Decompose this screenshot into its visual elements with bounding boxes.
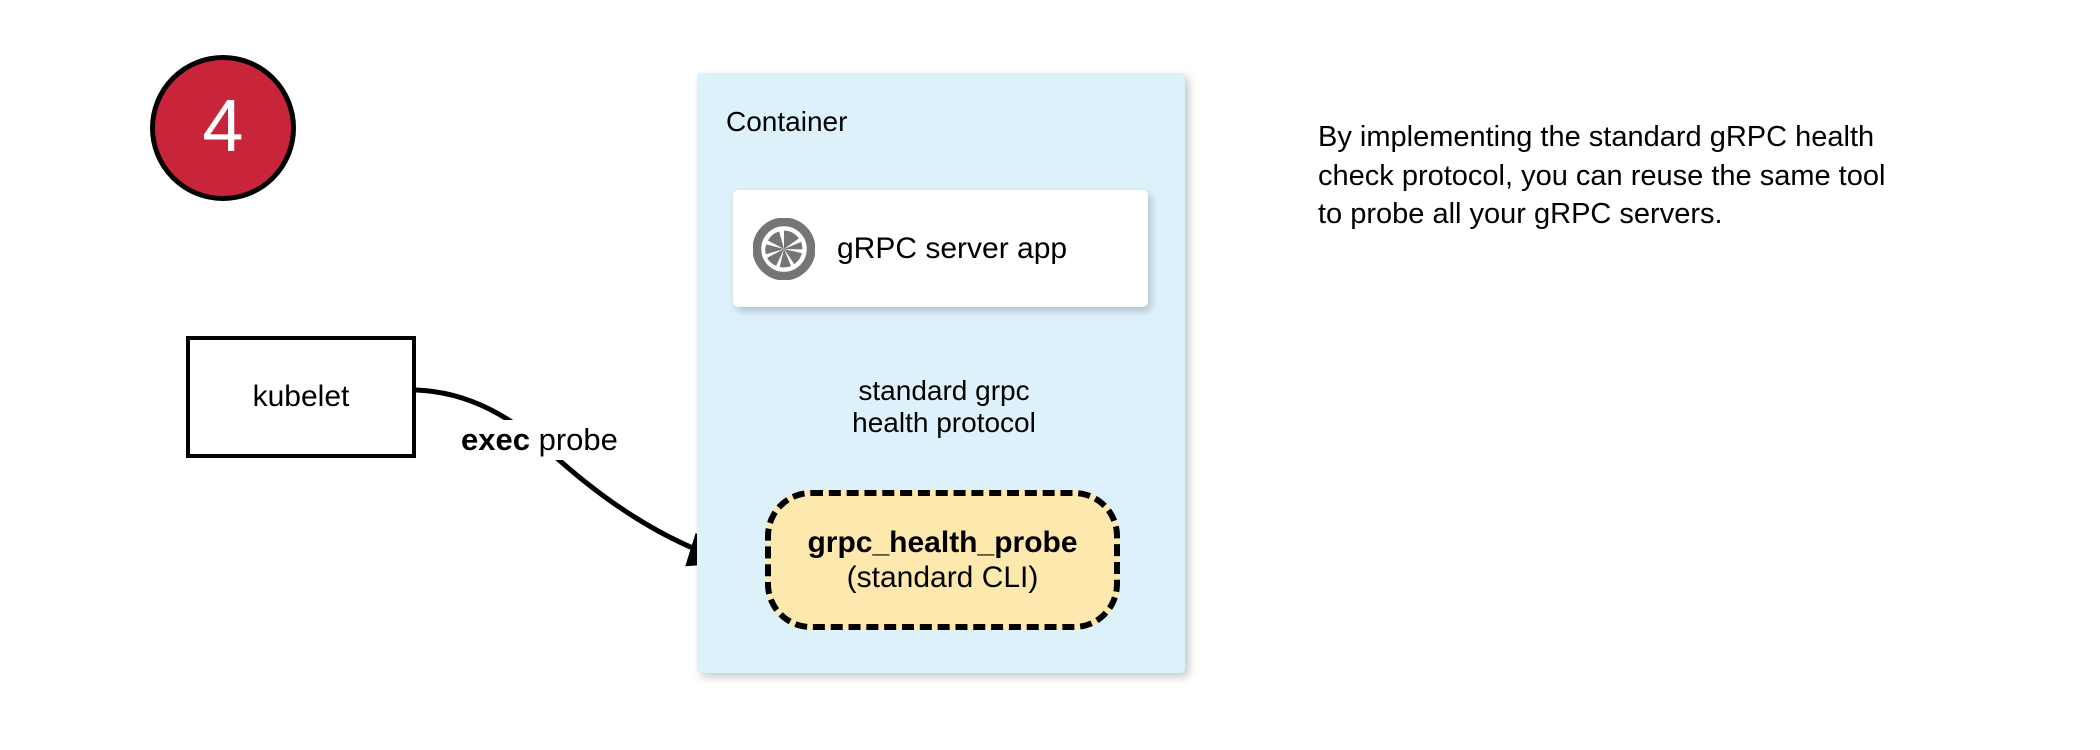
health-protocol-edge-label-line2: health protocol (852, 407, 1036, 439)
grpc-health-probe-node: grpc_health_probe (standard CLI) (765, 490, 1120, 630)
step-number-badge: 4 (150, 55, 296, 201)
health-protocol-edge-label-line1: standard grpc (858, 375, 1030, 406)
kubelet-label: kubelet (252, 380, 350, 413)
container-label: Container (726, 106, 848, 137)
grpc-health-probe-title: grpc_health_probe (807, 525, 1078, 559)
kubelet-node: kubelet (186, 336, 416, 458)
exec-probe-edge-label-rest: probe (529, 422, 618, 457)
grpc-logo-icon (753, 217, 815, 280)
explanatory-note: By implementing the standard gRPC health… (1318, 121, 1886, 231)
step-number-text: 4 (202, 84, 244, 167)
grpc-server-app-label: gRPC server app (837, 231, 1068, 265)
grpc-server-app-card: gRPC server app (733, 190, 1148, 307)
health-protocol-edge-label: standard grpc health protocol (832, 375, 1056, 440)
grpc-health-probe-subtitle: (standard CLI) (846, 561, 1039, 594)
exec-probe-edge-label-bold: exec (461, 422, 530, 457)
exec-probe-edge-label: exec probe (455, 420, 624, 460)
exec-probe-connector (415, 387, 734, 567)
